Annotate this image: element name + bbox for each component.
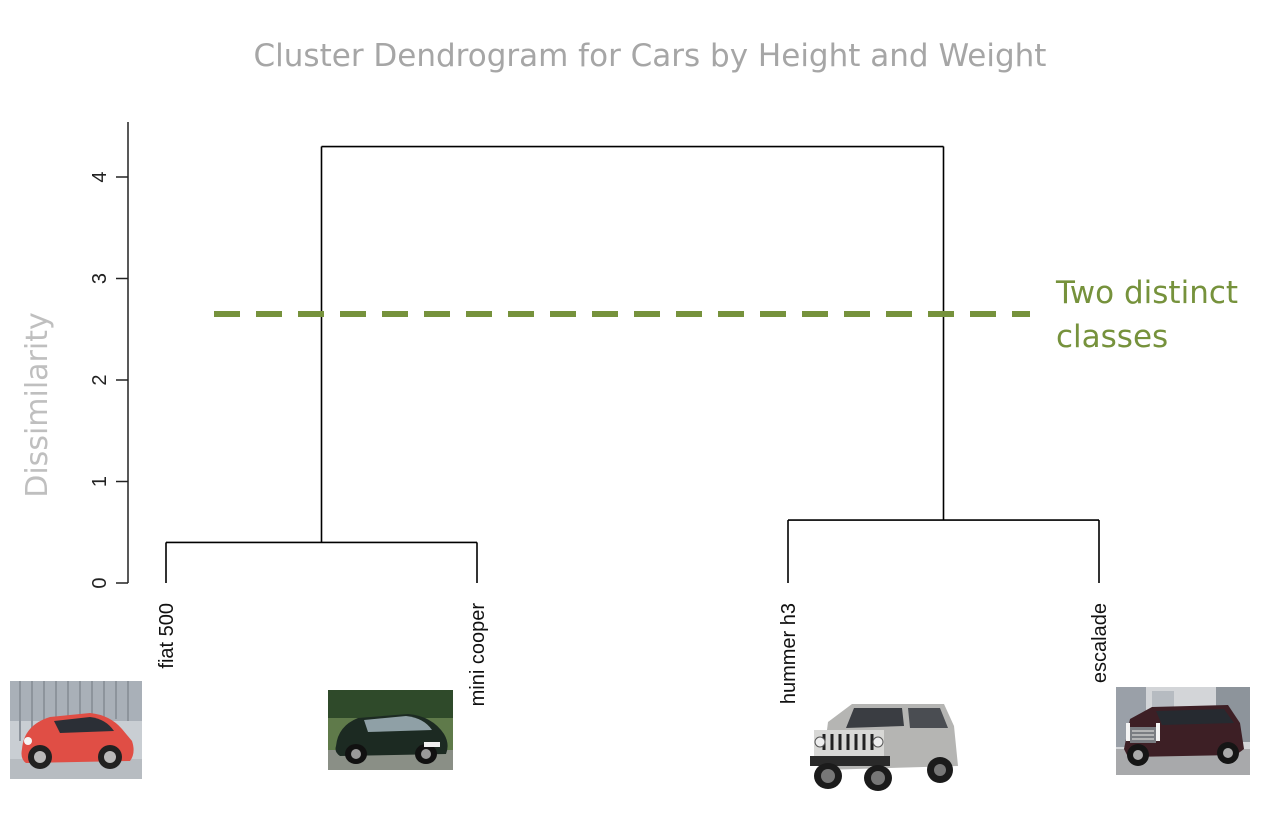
leaf-label: fiat 500 xyxy=(156,603,178,669)
y-tick-label: 4 xyxy=(89,171,111,182)
y-tick-label: 3 xyxy=(89,273,111,284)
leaf-label: mini cooper xyxy=(467,603,489,707)
leaf-label: hummer h3 xyxy=(778,603,800,704)
annotation-line-1: Two distinct xyxy=(1055,275,1238,311)
escalade-photo xyxy=(1116,687,1250,775)
y-axis: 0 1 2 3 4 xyxy=(89,122,129,589)
dendrogram-branches xyxy=(165,145,1100,583)
y-tick-label: 0 xyxy=(89,577,111,588)
mini-cooper-photo xyxy=(328,690,453,770)
leaf-label: escalade xyxy=(1089,603,1111,683)
annotation-line-2: classes xyxy=(1056,319,1168,355)
hummer-h3-photo xyxy=(808,700,960,800)
leaf-labels: fiat 500 mini cooper hummer h3 escalade xyxy=(156,603,1111,707)
fiat-500-photo xyxy=(10,681,142,779)
y-axis-label: Dissimilarity xyxy=(20,312,55,498)
y-tick-label: 1 xyxy=(89,476,111,487)
chart-title: Cluster Dendrogram for Cars by Height an… xyxy=(254,38,1047,74)
y-tick-label: 2 xyxy=(89,374,111,385)
